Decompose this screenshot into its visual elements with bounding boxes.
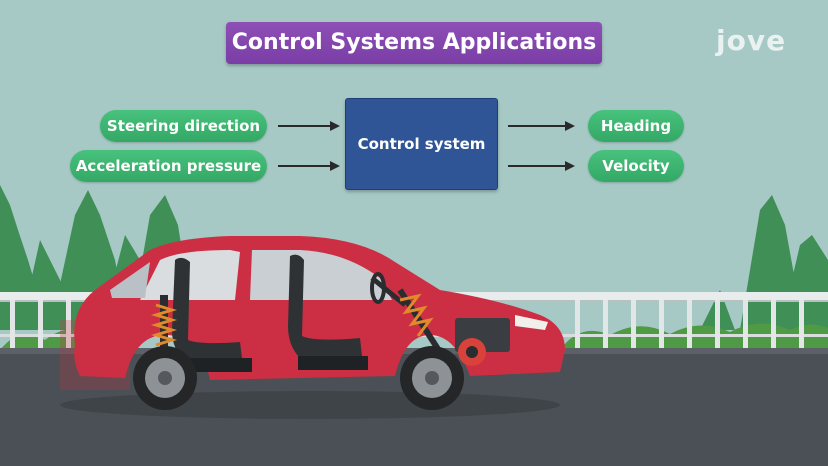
- car-illustration: [60, 236, 566, 419]
- slide-title: Control Systems Applications: [226, 22, 602, 64]
- control-system-box: Control system: [345, 98, 498, 190]
- arrows: [278, 121, 575, 171]
- input-acceleration-pressure: Acceleration pressure: [70, 150, 267, 182]
- hedge: [0, 323, 828, 350]
- control-system-label: Control system: [357, 135, 486, 153]
- output-heading: Heading: [588, 110, 684, 142]
- road-edge: [0, 348, 828, 354]
- jove-logo: jove: [716, 24, 787, 57]
- output-velocity: Velocity: [588, 150, 684, 182]
- input-steering-direction: Steering direction: [100, 110, 267, 142]
